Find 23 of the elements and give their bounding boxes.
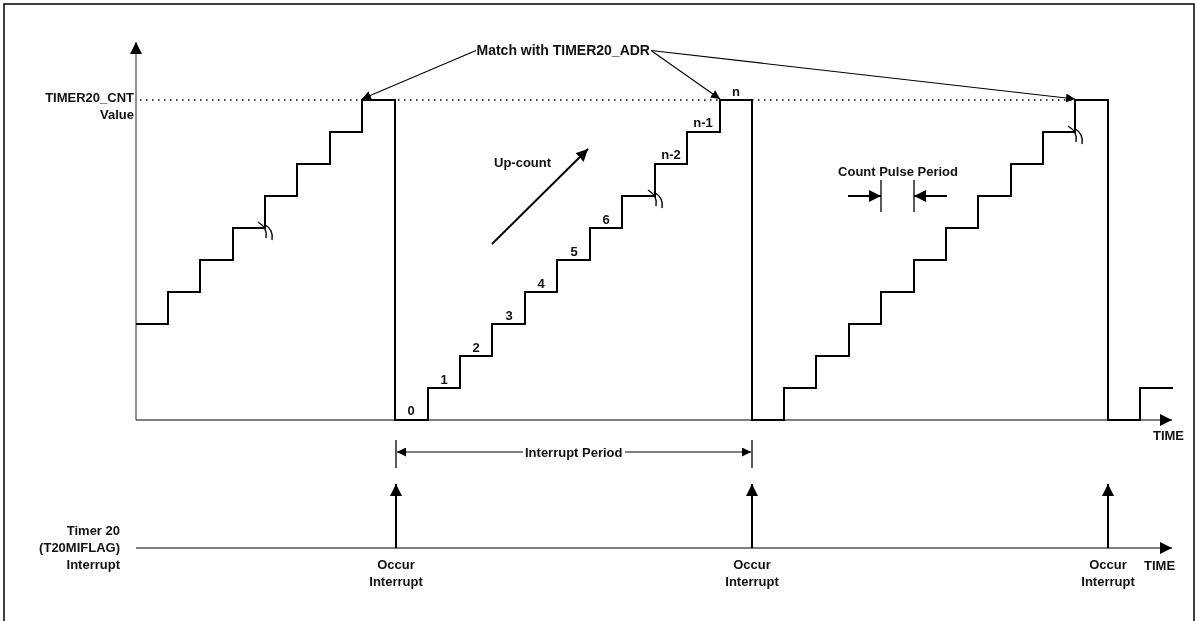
step-value: n-2 [660, 146, 682, 163]
leader-line [361, 49, 477, 100]
callout-text: Match with TIMER20_ADR [475, 42, 651, 59]
step-value: 4 [536, 275, 546, 292]
leader-line [650, 49, 721, 100]
direction-label: Up-count [494, 154, 553, 171]
step-value: 5 [569, 243, 579, 260]
step-value: 6 [601, 211, 611, 228]
step-value: 0 [406, 402, 416, 419]
axis-label: TIMER20_CNT Value [44, 89, 134, 123]
step-value: 2 [471, 339, 481, 356]
step-value: 1 [439, 371, 449, 388]
event-label: Occur Interrupt [368, 556, 424, 590]
axis-label: TIME [1151, 427, 1184, 444]
step-value: 3 [504, 307, 514, 324]
event-label: Occur Interrupt [724, 556, 780, 590]
dimension-label: Count Pulse Period [837, 163, 959, 180]
step-value: n-1 [692, 114, 714, 131]
axis-label: TIME [1144, 557, 1177, 574]
step-value: n [731, 83, 741, 100]
leader-line [650, 49, 1076, 103]
event-label: Occur Interrupt [1080, 556, 1136, 590]
signal-name: Timer 20 (T20MIFLAG) Interrupt [38, 522, 120, 573]
